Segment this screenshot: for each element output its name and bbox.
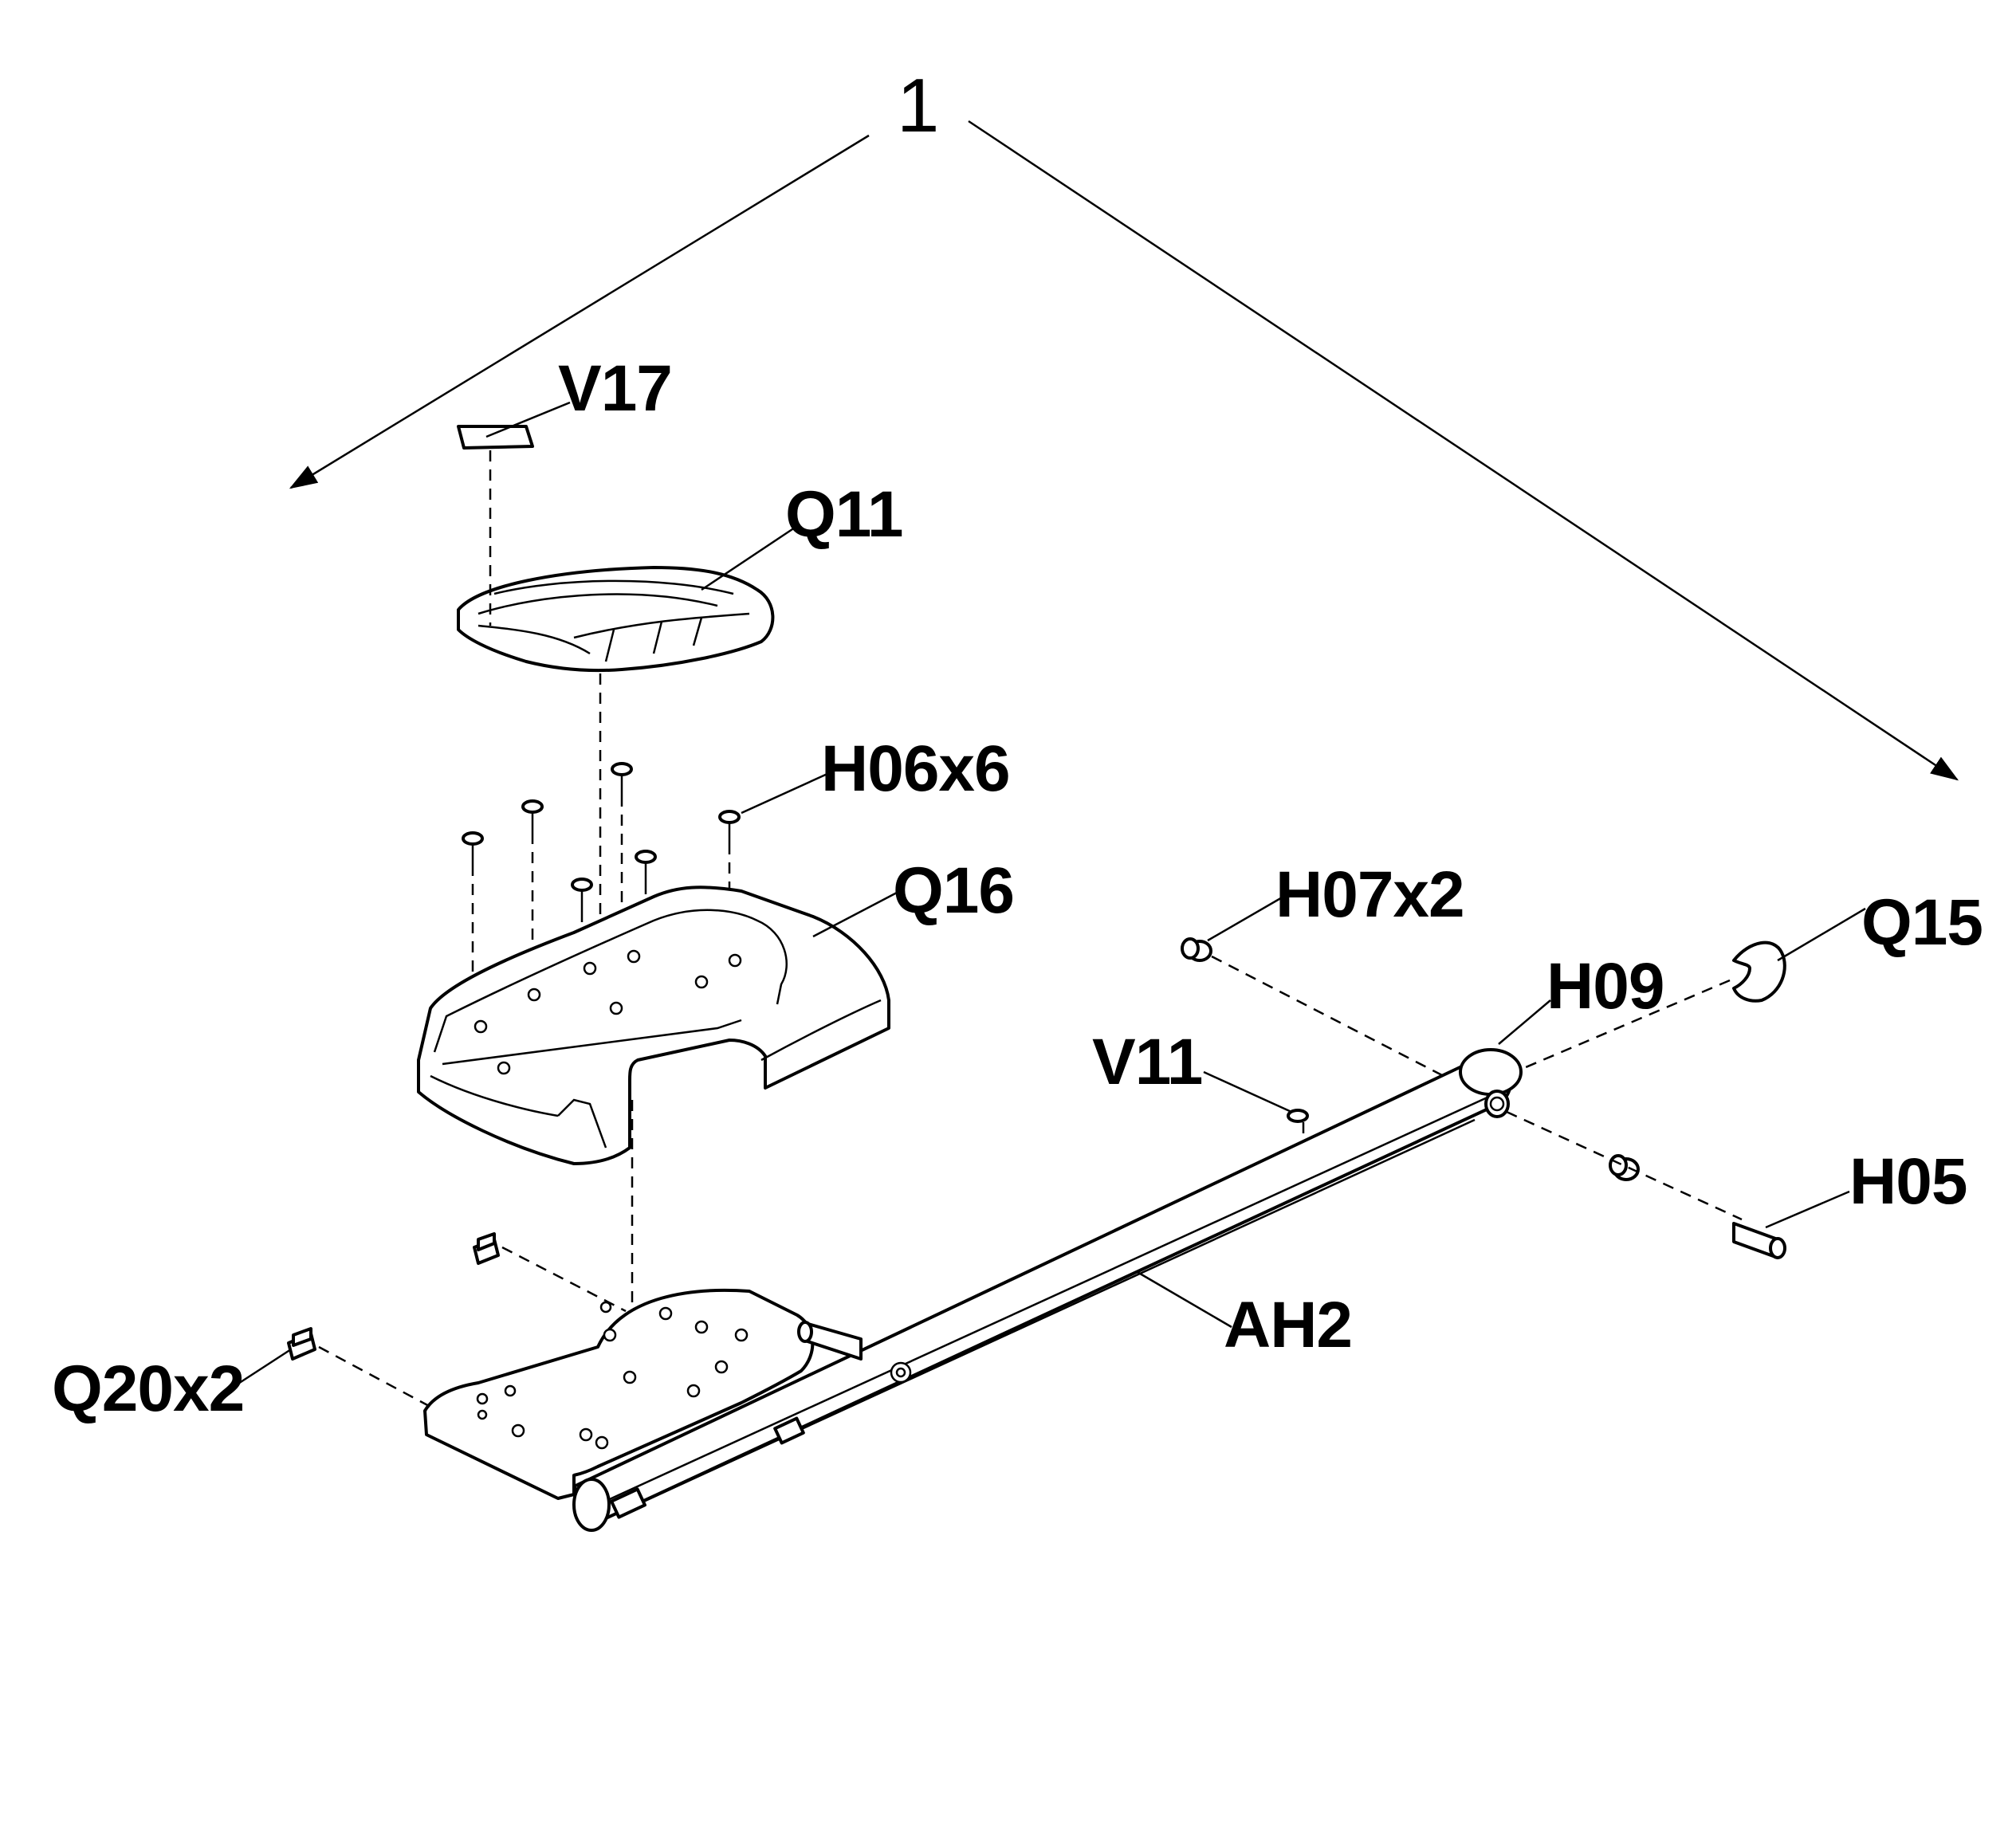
part-h07-bushing bbox=[1181, 937, 1212, 962]
part-q20-clip-1 bbox=[473, 1232, 500, 1265]
leader-q20 bbox=[226, 1348, 292, 1392]
part-q15-endcap bbox=[1732, 940, 1786, 1003]
align-line-q20-2 bbox=[318, 1345, 431, 1408]
part-ah2-frame bbox=[423, 1048, 1523, 1532]
callout-q20: Q20x2 bbox=[52, 1353, 244, 1425]
leader-q15 bbox=[1777, 907, 1866, 962]
part-v17-sticker bbox=[457, 425, 534, 450]
leader-q16 bbox=[812, 891, 898, 938]
align-line-q15 bbox=[1514, 979, 1731, 1074]
screw-6 bbox=[718, 810, 741, 952]
part-q20-clip-2 bbox=[287, 1327, 316, 1361]
callout-h05: H05 bbox=[1849, 1145, 1967, 1218]
callout-q11: Q11 bbox=[785, 478, 902, 551]
part-q11-cover bbox=[457, 566, 775, 673]
leader-v11 bbox=[1203, 1070, 1292, 1113]
assembly-number-label: 1 bbox=[897, 63, 939, 148]
leader-q11 bbox=[701, 524, 798, 591]
part-h05-pin bbox=[1732, 1222, 1786, 1259]
screw-3 bbox=[611, 762, 633, 956]
callout-q16: Q16 bbox=[893, 854, 1014, 927]
leader-h05 bbox=[1765, 1190, 1850, 1229]
part-q16-tray bbox=[417, 885, 890, 1165]
leader-h09 bbox=[1498, 999, 1551, 1045]
callout-h09: H09 bbox=[1546, 950, 1664, 1023]
assembly-arrow-right bbox=[968, 120, 1959, 781]
callout-h07: H07x2 bbox=[1275, 858, 1464, 931]
callout-v17: V17 bbox=[558, 352, 672, 425]
callout-h06: H06x6 bbox=[821, 732, 1010, 805]
align-line-h07 bbox=[1211, 955, 1468, 1090]
callout-v11: V11 bbox=[1092, 1026, 1202, 1098]
callout-ah2: AH2 bbox=[1224, 1289, 1352, 1361]
assembly-arrow-left bbox=[289, 134, 870, 489]
part-h07-bushing-2 bbox=[1609, 1154, 1640, 1181]
leader-h06 bbox=[741, 772, 830, 815]
callout-q15: Q15 bbox=[1861, 886, 1983, 959]
screw-2 bbox=[521, 799, 544, 992]
leader-ah2 bbox=[1135, 1270, 1232, 1329]
align-line-q20-1 bbox=[501, 1246, 627, 1313]
align-line-h05 bbox=[1506, 1110, 1743, 1221]
leader-h07 bbox=[1207, 895, 1284, 942]
screw-1 bbox=[462, 831, 484, 996]
leader-v17 bbox=[485, 401, 571, 438]
